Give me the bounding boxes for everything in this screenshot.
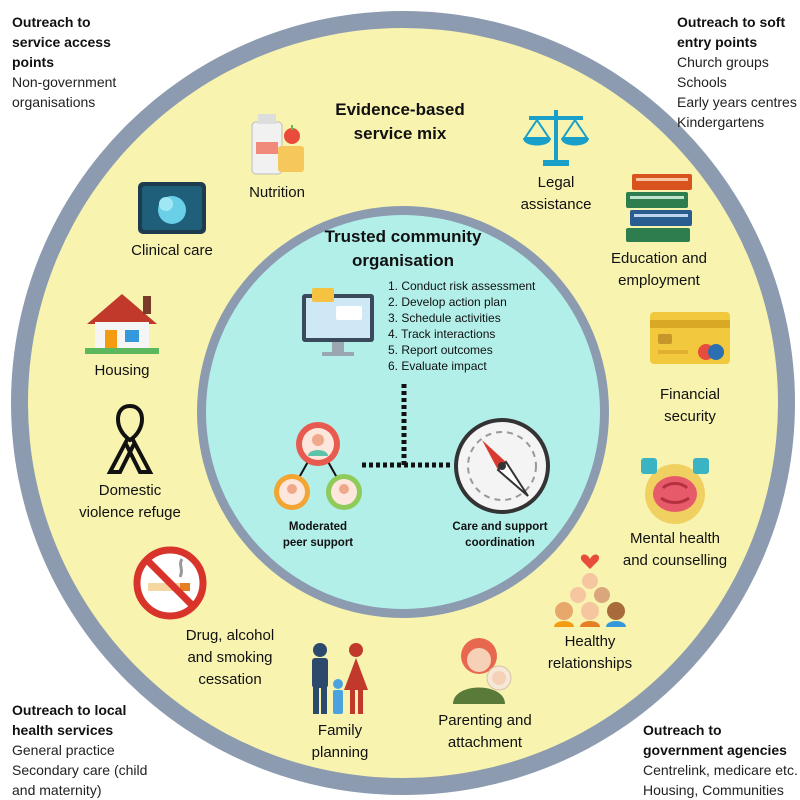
ultrasound-icon xyxy=(138,182,206,234)
step-item: 3. Schedule activities xyxy=(388,311,501,325)
books-icon xyxy=(626,174,692,242)
service-parenting: Parenting and attachment xyxy=(420,632,550,754)
brain-icon xyxy=(641,458,709,524)
compass-icon xyxy=(454,418,550,514)
step-item: 6. Evaluate impact xyxy=(388,359,487,373)
service-family-planning: Family planning xyxy=(290,640,390,764)
step-item: 4. Track interactions xyxy=(388,327,496,341)
service-legal-assistance: Legal assistance xyxy=(506,104,606,216)
step-item: 1. Conduct risk assessment xyxy=(388,279,536,293)
nutrition-icon xyxy=(251,114,304,175)
house-icon xyxy=(85,294,159,354)
corner-bottom-right: Outreach to government agencies Centreli… xyxy=(643,722,798,798)
service-nutrition: Nutrition xyxy=(222,112,332,204)
no-smoking-icon xyxy=(133,546,207,620)
steps-list: 1. Conduct risk assessment 2. Develop ac… xyxy=(388,278,558,374)
service-mental-health: Mental health and counselling xyxy=(605,452,745,572)
service-drug-alcohol-smoking: Drug, alcohol and smoking cessation xyxy=(128,545,288,691)
scales-icon xyxy=(523,110,589,166)
computer-chat-icon xyxy=(302,288,374,356)
ribbon-icon xyxy=(106,403,154,474)
corner-bottom-left: Outreach to local health services Genera… xyxy=(12,702,148,798)
service-clinical-care: Clinical care xyxy=(112,180,232,262)
corner-top-left: Outreach to service access points Non-go… xyxy=(12,14,117,110)
connector-line xyxy=(362,384,450,468)
service-education-employment: Education and employment xyxy=(594,170,724,292)
step-item: 2. Develop action plan xyxy=(388,295,507,309)
family-icon xyxy=(312,643,368,714)
service-healthy-relationships: Healthy relationships xyxy=(530,545,650,675)
service-domestic-violence: Domestic violence refuge xyxy=(55,400,205,524)
peer-support-label: Moderated peer support xyxy=(282,521,354,549)
peer-network-icon xyxy=(274,422,362,510)
service-housing: Housing xyxy=(72,290,172,382)
coordination-label: Care and support coordination xyxy=(452,521,548,549)
credit-card-icon xyxy=(650,312,730,364)
inner-circle-title: Trusted community organisation xyxy=(324,227,482,270)
corner-top-right: Outreach to soft entry points Church gro… xyxy=(677,14,797,130)
step-item: 5. Report outcomes xyxy=(388,343,493,357)
mother-baby-icon xyxy=(453,638,512,704)
outer-ring-title: Evidence-based service mix xyxy=(335,100,465,143)
people-heart-icon xyxy=(554,554,626,627)
service-financial-security: Financial security xyxy=(630,310,750,428)
